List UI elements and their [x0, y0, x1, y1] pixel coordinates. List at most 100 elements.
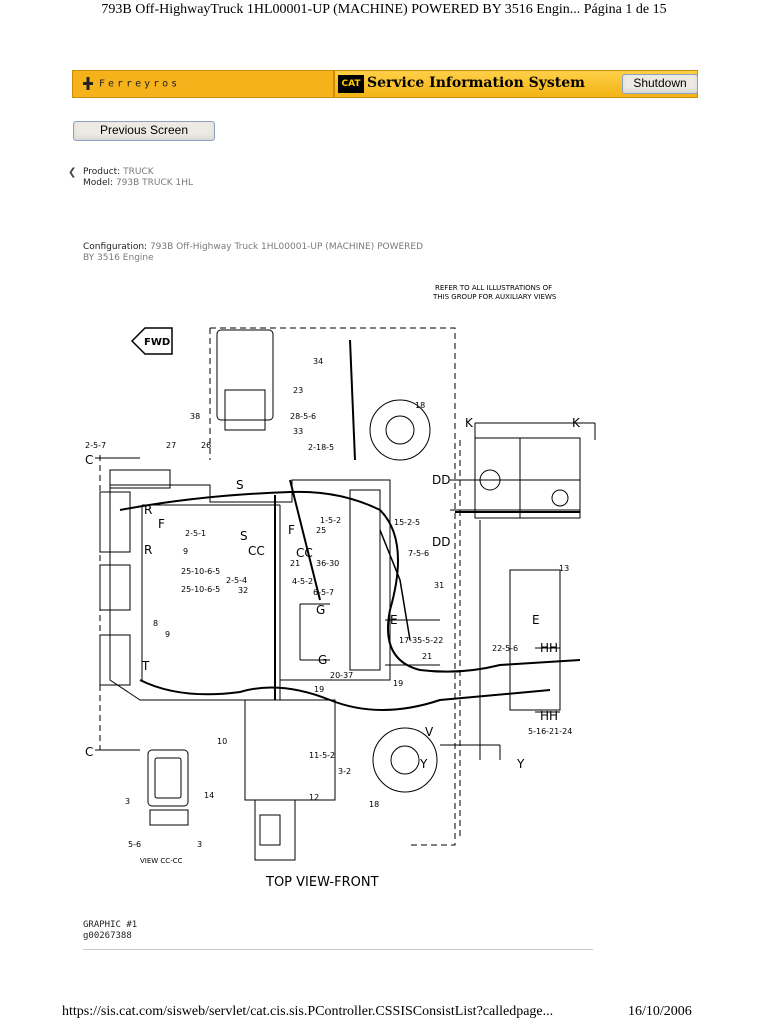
- section-letter: E: [390, 613, 398, 627]
- graphic-number: GRAPHIC #1: [83, 920, 138, 930]
- callout: 21: [290, 559, 300, 568]
- fwd-label: FWD: [144, 337, 170, 348]
- section-letter: E: [532, 613, 540, 627]
- graphic-caption: GRAPHIC #1 g00267388: [83, 920, 137, 942]
- section-letter: K: [465, 416, 474, 430]
- section-letter: S: [240, 529, 248, 543]
- section-letter: CC: [296, 546, 313, 560]
- view-title: TOP VIEW-FRONT: [265, 875, 379, 890]
- callout: 5-16-21-24: [528, 727, 572, 736]
- section-letter: HH: [540, 709, 558, 723]
- model-value: 793B TRUCK 1HL: [115, 178, 194, 188]
- section-letter: V: [425, 725, 434, 739]
- refer-note-line1: REFER TO ALL ILLUSTRATIONS OF: [435, 284, 552, 292]
- section-letter: DD: [432, 473, 450, 487]
- callout: 3: [197, 840, 202, 849]
- callout: 6-5-7: [313, 588, 334, 597]
- callout: 32: [238, 586, 248, 595]
- callout: 7-5-6: [408, 549, 429, 558]
- callout: 22-5-6: [492, 644, 518, 653]
- print-date: 16/10/2006: [628, 1004, 692, 1019]
- callout: 5-6: [128, 840, 141, 849]
- product-label: Product:: [83, 167, 121, 177]
- callout: 2-5-1: [185, 529, 206, 538]
- section-letter: F: [288, 523, 295, 537]
- callout: 4-5-2: [292, 577, 313, 586]
- section-letter: Y: [419, 757, 428, 771]
- callout: 21: [422, 652, 432, 661]
- callout: 23: [293, 386, 303, 395]
- section-letter: C: [85, 453, 93, 467]
- callout: 8: [153, 619, 158, 628]
- configuration-info: Configuration: 793B Off-Highway Truck 1H…: [83, 242, 423, 264]
- callout: 18: [369, 800, 379, 809]
- previous-screen-button[interactable]: Previous Screen: [73, 121, 215, 141]
- print-footer: https://sis.cat.com/sisweb/servlet/cat.c…: [0, 1004, 768, 1024]
- divider: [83, 949, 593, 950]
- callout: 20-37: [330, 671, 353, 680]
- inset-view-label: VIEW CC-CC: [140, 857, 183, 865]
- product-info: Product: TRUCK Model: 793B TRUCK 1HL: [83, 167, 193, 189]
- section-letter: R: [144, 543, 152, 557]
- callout: 19: [314, 685, 324, 694]
- callout: 14: [204, 791, 214, 800]
- product-value: TRUCK: [123, 167, 154, 177]
- callout: 17-35-5-22: [399, 636, 443, 645]
- section-letter: R: [144, 503, 152, 517]
- callout: 9: [165, 630, 170, 639]
- section-letter: G: [316, 603, 325, 617]
- section-letter: HH: [540, 641, 558, 655]
- page-url: https://sis.cat.com/sisweb/servlet/cat.c…: [62, 1004, 554, 1019]
- callout: 25: [316, 526, 326, 535]
- callout: 31: [434, 581, 444, 590]
- section-letter: T: [141, 659, 150, 673]
- callout: 27: [166, 441, 176, 450]
- callout: 2-18-5: [308, 443, 334, 452]
- section-letter: K: [572, 416, 581, 430]
- sis-title: Service Information System: [367, 75, 585, 91]
- callout: 2-5-4: [226, 576, 247, 585]
- callout: 28-5-6: [290, 412, 316, 421]
- dealer-banner: Ferreyros: [72, 70, 334, 98]
- callout: 34: [313, 357, 323, 366]
- callout: 18: [415, 401, 425, 410]
- callout: 38: [190, 412, 200, 421]
- print-header: 793B Off-HighwayTruck 1HL00001-UP (MACHI…: [101, 2, 667, 17]
- callout: 11-5-2: [309, 751, 335, 760]
- callout: 1-5-2: [320, 516, 341, 525]
- cross-icon: [83, 77, 93, 90]
- callout: 3: [125, 797, 130, 806]
- shutdown-button[interactable]: Shutdown: [622, 74, 698, 94]
- callout: 25-10-6-5: [181, 585, 220, 594]
- callout: 19: [393, 679, 403, 688]
- section-letter: CC: [248, 544, 265, 558]
- callout: 36-30: [316, 559, 339, 568]
- model-label: Model:: [83, 178, 114, 188]
- configuration-label: Configuration:: [83, 242, 148, 252]
- dealer-logo: Ferreyros: [83, 77, 180, 90]
- dealer-logo-text: Ferreyros: [99, 78, 181, 90]
- callout: 10: [217, 737, 227, 746]
- callout: 15-2-5: [394, 518, 420, 527]
- callout: 3-2: [338, 767, 351, 776]
- graphic-id: g00267388: [83, 931, 132, 941]
- callout: 9: [183, 547, 188, 556]
- configuration-value-line2: BY 3516 Engine: [83, 253, 154, 263]
- callout: 12: [309, 793, 319, 802]
- callout: 25-10-6-5: [181, 567, 220, 576]
- section-letter: G: [318, 653, 327, 667]
- section-letter: S: [236, 478, 244, 492]
- chevron-left-icon[interactable]: ❮: [68, 167, 77, 178]
- configuration-value-line1: 793B Off-Highway Truck 1HL00001-UP (MACH…: [149, 242, 424, 252]
- callout: 2-5-7: [85, 441, 106, 450]
- section-letter: F: [158, 517, 165, 531]
- cat-logo: CAT: [338, 75, 364, 93]
- section-letter: C: [85, 745, 93, 759]
- callout: 33: [293, 427, 303, 436]
- callout: 13: [559, 564, 569, 573]
- section-letter: Y: [516, 757, 525, 771]
- callout: 26: [201, 441, 211, 450]
- refer-note-line2: THIS GROUP FOR AUXILIARY VIEWS: [432, 293, 557, 301]
- wiring-diagram: REFER TO ALL ILLUSTRATIONS OF THIS GROUP…: [85, 284, 596, 890]
- section-letter: DD: [432, 535, 450, 549]
